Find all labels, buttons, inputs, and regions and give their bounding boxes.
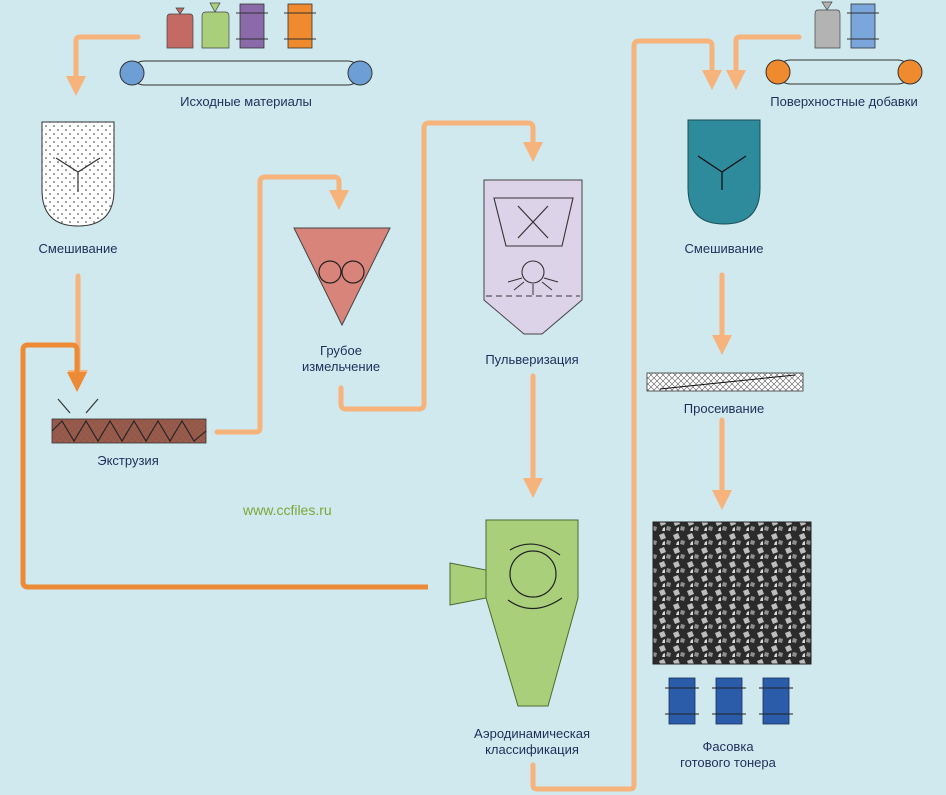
extruder	[51, 398, 207, 444]
raw-materials-conveyor	[119, 2, 373, 86]
cartridge-1	[665, 677, 699, 725]
cartridge-2	[712, 677, 746, 725]
packaged-cartridges	[665, 677, 793, 725]
cartridge-blue	[847, 3, 879, 49]
toner-micrograph	[652, 521, 812, 665]
coarse-grinder	[293, 227, 391, 327]
cartridge-3	[759, 677, 793, 725]
mixer-2	[687, 119, 761, 225]
label-extrusion: Экструзия	[97, 453, 159, 468]
arrow-grinder-to-pulverizer	[338, 120, 543, 412]
arrow-extruder-to-grinder	[214, 174, 349, 435]
arrow-additives-to-mixer2	[726, 34, 802, 90]
arrow-classifier-to-mixer2	[530, 38, 722, 792]
label-sieving: Просеивание	[683, 401, 765, 416]
label-surface-additives: Поверхностные добавки	[770, 94, 918, 109]
cartridge-purple	[236, 3, 268, 49]
sieve	[646, 372, 804, 392]
label-coarse-grinding: Грубое измельчение	[301, 343, 381, 374]
additives-conveyor	[765, 1, 923, 85]
arrow-raw-to-mixer	[66, 34, 141, 96]
bag-green	[201, 2, 230, 49]
air-classifier	[449, 519, 579, 707]
label-mixing-1: Смешивание	[38, 241, 118, 256]
label-raw-materials: Исходные материалы	[180, 94, 312, 109]
label-pulverization: Пульверизация	[485, 352, 579, 367]
bag-red	[166, 7, 194, 49]
flow-arrows	[66, 34, 802, 792]
label-air-classification: Аэродинамическая классификация	[474, 726, 590, 757]
cartridge-orange	[284, 3, 316, 49]
recycle-arrow	[20, 342, 428, 590]
pulverizer	[483, 179, 583, 335]
watermark-link[interactable]: www.ccfiles.ru	[243, 502, 332, 518]
mixer-1	[41, 121, 115, 227]
label-mixing-2: Смешивание	[684, 241, 764, 256]
label-packaging: Фасовка готового тонера	[680, 739, 776, 770]
bag-grey	[814, 1, 841, 49]
